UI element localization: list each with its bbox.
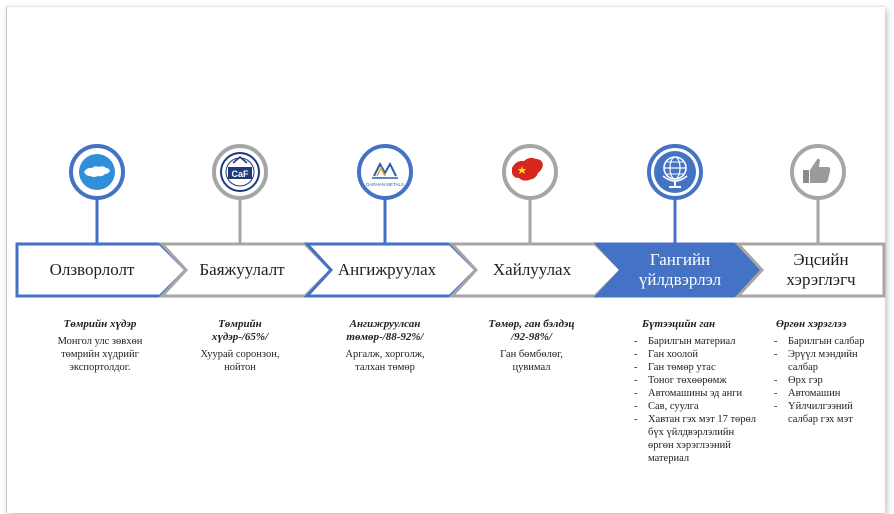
list-item: Тоног төхөөрөмж	[634, 374, 760, 387]
stage-description-5: Бүтээцийн ган Барилгын материал Ган хоол…	[632, 318, 760, 465]
list-item: Автомашин	[774, 387, 884, 400]
description-title: Төмөр, ган бэлдэц /92-98%/	[488, 318, 575, 343]
mongolia-map-icon	[79, 154, 115, 190]
stage-label-end-user: Эцсийн хэрэглэгч	[786, 250, 856, 289]
stage-description-3: Ангижруулсан төмөр-/88-92%/ Аргалж, хорг…	[335, 318, 435, 374]
description-text: Ган бөмбөлөг, цувимал	[500, 349, 563, 373]
caf-logo-icon: CaF	[220, 152, 260, 192]
stage-description-2: Төмрийн хүдэр-/65%/ Хуурай соронзон, ной…	[190, 318, 290, 374]
svg-text:CaF: CaF	[231, 169, 249, 179]
list-item: Эрүүл мэндийн салбар	[774, 348, 884, 374]
description-title: Төмрийн хүдэр	[63, 318, 137, 330]
list-item: Ган төмөр утас	[634, 361, 760, 374]
darhan-logo-text: DARHAN METALS	[366, 182, 404, 187]
list-item: Барилгын материал	[634, 335, 760, 348]
stage-description-1: Төмрийн хүдэр Монгол улс зөвхөн төмрийн …	[50, 318, 150, 374]
darhan-metals-logo-icon: DARHAN METALS	[366, 161, 404, 187]
stage-description-6: Өргөн хэрэглээ Барилгын салбар Эрүүл мэн…	[772, 318, 884, 426]
list-item: Барилгын салбар	[774, 335, 884, 348]
list-item: Автомашины эд анги	[634, 387, 760, 400]
description-title: Төмрийн хүдэр-/65%/	[211, 318, 269, 343]
stage-label-reduction: Ангижруулах	[337, 260, 437, 279]
globe-icon	[654, 151, 696, 193]
description-title: Бүтээцийн ган	[642, 318, 716, 330]
description-list: Барилгын салбар Эрүүл мэндийн салбар Өрх…	[772, 335, 884, 426]
list-item: Үйлчилгээний салбар гэх мэт	[774, 400, 884, 426]
china-flag-icon	[512, 157, 543, 181]
list-item: Хавтан гэх мэт 17 төрөл бүх үйлдвэрлэлий…	[634, 413, 760, 465]
chevron-6	[734, 242, 886, 298]
list-item: Өрх гэр	[774, 374, 884, 387]
stage-label-smelting: Хайлуулах	[492, 260, 572, 279]
description-text: Хуурай соронзон, нойтон	[200, 349, 280, 373]
description-title: Өргөн хэрэглээ	[776, 318, 847, 330]
description-list: Барилгын материал Ган хоолой Ган төмөр у…	[632, 335, 760, 465]
list-item: Сав, суулга	[634, 400, 760, 413]
description-text: Монгол улс зөвхөн төмрийн хүдрийг экспор…	[57, 336, 143, 373]
description-text: Аргалж, хорголж, талхан төмөр	[345, 349, 425, 373]
description-title: Ангижруулсан төмөр-/88-92%/	[346, 318, 424, 343]
list-item: Ган хоолой	[634, 348, 760, 361]
stage-label-extraction: Олзворлолт	[49, 260, 135, 279]
thumbs-up-icon	[803, 158, 831, 183]
stage-description-4: Төмөр, ган бэлдэц /92-98%/ Ган бөмбөлөг,…	[484, 318, 579, 374]
stage-label-beneficiation: Баяжуулалт	[199, 260, 285, 279]
stage-label-steel-production: Гангийн үйлдвэрлэл	[638, 250, 722, 289]
